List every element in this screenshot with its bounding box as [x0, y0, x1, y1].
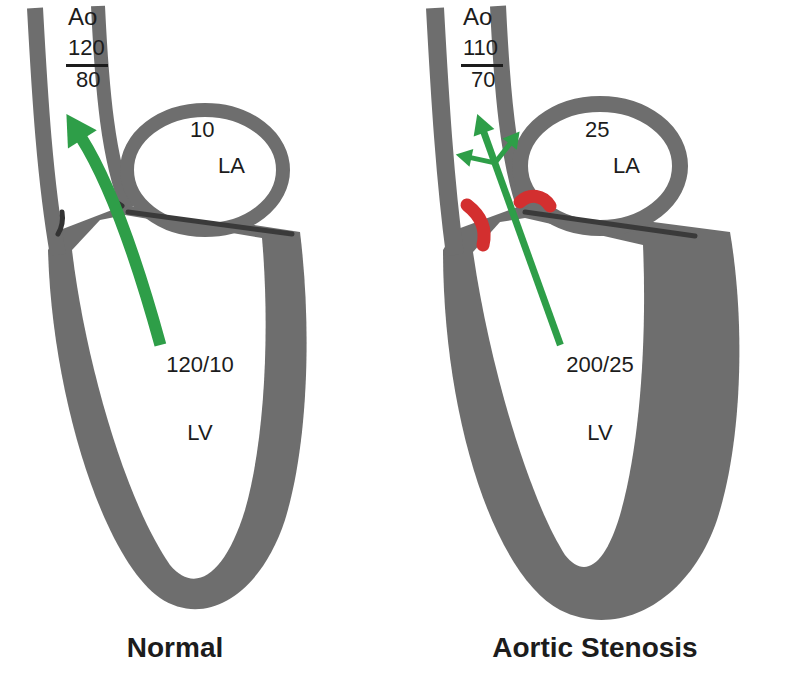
chamber-label: LA	[218, 154, 245, 178]
arrow-branch	[495, 142, 511, 162]
atrium-wall	[520, 104, 680, 228]
chamber-label: LV	[540, 421, 660, 445]
fraction-bar	[461, 64, 503, 67]
arrow-head	[456, 149, 474, 167]
stenotic-heart	[435, 6, 739, 620]
arrow-head	[474, 114, 495, 137]
pressure-value: 120	[68, 36, 105, 60]
arrow-head	[503, 131, 520, 149]
stenotic-leaflet	[467, 205, 484, 245]
normal-heart	[35, 6, 307, 609]
atrium-chamber: 10LA	[150, 118, 260, 198]
pressure-value: 10	[190, 118, 214, 142]
chamber-label: LA	[613, 154, 640, 178]
stenotic-leaflet	[520, 196, 550, 206]
arrow-shaft	[81, 138, 160, 345]
pressure-value: 120/10	[140, 353, 260, 377]
pressure-value: 80	[76, 68, 100, 92]
ventricle-cavity	[473, 218, 644, 567]
atrium-wall	[127, 110, 283, 230]
pressure-value: 25	[585, 118, 609, 142]
pressure-value: 70	[471, 68, 495, 92]
arrow-branch	[469, 157, 494, 162]
flow-arrow	[456, 114, 561, 345]
atrium-chamber: 25LA	[545, 118, 655, 198]
ventricle-chamber: 120/10LV	[140, 345, 260, 457]
ventricle-cavity	[72, 215, 266, 579]
panel-title: Normal	[0, 632, 355, 664]
vessel-label: Ao	[68, 4, 97, 30]
aorta-region: Ao 110 70	[447, 2, 519, 114]
aortic-leaflet	[58, 212, 63, 234]
mitral-valve	[525, 212, 695, 236]
arrow-head	[66, 114, 96, 148]
fraction-bar	[66, 64, 108, 67]
vessel-label: Ao	[463, 4, 492, 30]
aorta-region: Ao 120 80	[52, 2, 124, 114]
flow-arrow	[66, 114, 160, 345]
aorta-wall	[435, 8, 455, 255]
panel-title: Aortic Stenosis	[415, 632, 775, 664]
mitral-valve	[128, 212, 292, 234]
aorta-wall	[35, 8, 58, 255]
ventricle-chamber: 200/25LV	[540, 345, 660, 457]
arrow-shaft	[483, 131, 560, 345]
chamber-label: LV	[140, 421, 260, 445]
ventricle-wall	[48, 205, 307, 609]
pressure-value: 110	[463, 36, 498, 60]
pressure-value: 200/25	[540, 353, 660, 377]
ventricle-wall	[443, 205, 739, 620]
